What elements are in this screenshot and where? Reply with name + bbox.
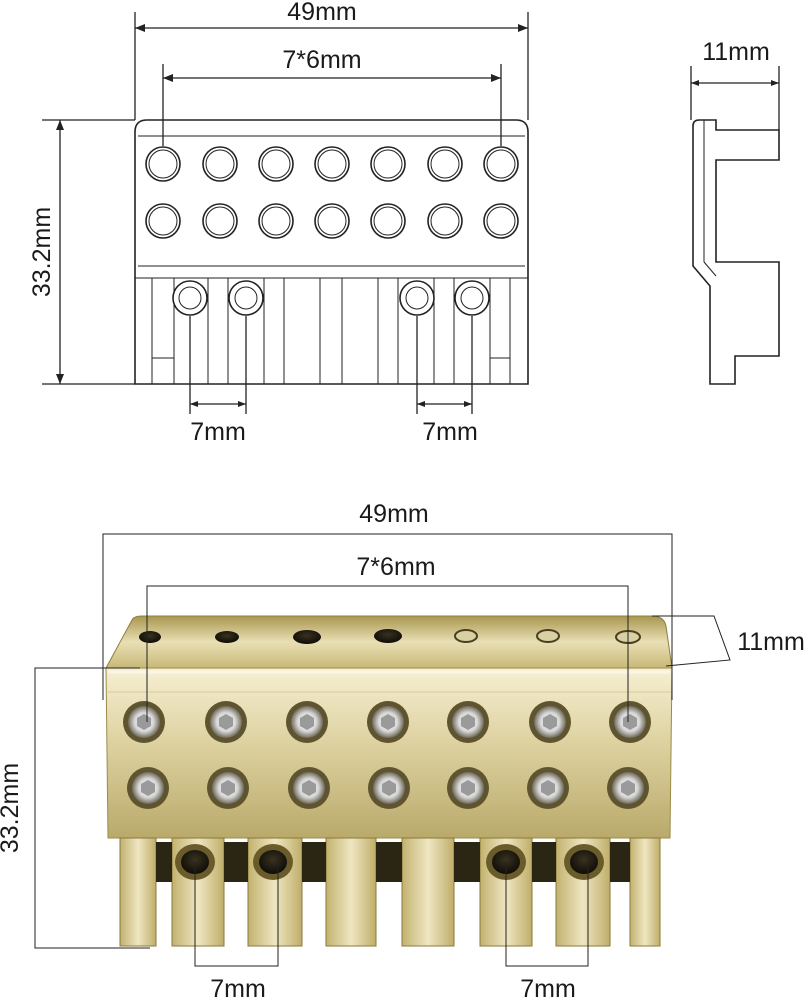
top-face-holes: [139, 629, 641, 644]
front-screws: [123, 701, 651, 809]
product-photo: 49mm 7*6mm 11mm 33.2mm 7mm 7mm: [0, 500, 805, 1000]
block-front-plate: [105, 667, 673, 839]
front-view-drawing: 49mm 7*6mm 33.2mm 7mm 7mm: [28, 0, 529, 446]
front-view-outline: [134, 119, 529, 385]
photo-width-label: 49mm: [359, 500, 428, 528]
upper-plate-edge: [135, 135, 528, 279]
front-view-holes: [145, 146, 519, 316]
front-pitch-left-label: 7mm: [190, 418, 246, 446]
screw-row-1: [123, 701, 651, 743]
side-view-arrowheads: [691, 80, 779, 86]
side-view-drawing: 11mm: [690, 38, 780, 385]
front-view-dimensions: [42, 12, 529, 414]
front-height-label: 33.2mm: [28, 207, 56, 297]
side-view-chamfer: [703, 261, 717, 277]
photo-spacing-label: 7*6mm: [356, 553, 435, 581]
screw-row-2: [127, 767, 649, 809]
photo-pitch-right-label: 7mm: [520, 975, 576, 1000]
photo-height-label: 33.2mm: [0, 763, 24, 853]
side-view-outline: [692, 119, 780, 385]
front-spacing-label: 7*6mm: [282, 46, 361, 74]
photo-dimensions: [34, 533, 731, 967]
side-view-dimension: [690, 66, 780, 130]
side-depth-label: 11mm: [702, 38, 770, 66]
front-view-teeth: [151, 278, 511, 384]
photo-depth-label: 11mm: [737, 628, 805, 656]
front-pitch-right-label: 7mm: [422, 418, 478, 446]
front-view-arrowheads: [56, 24, 528, 407]
front-width-label: 49mm: [287, 0, 356, 26]
photo-pitch-left-label: 7mm: [210, 975, 266, 1000]
